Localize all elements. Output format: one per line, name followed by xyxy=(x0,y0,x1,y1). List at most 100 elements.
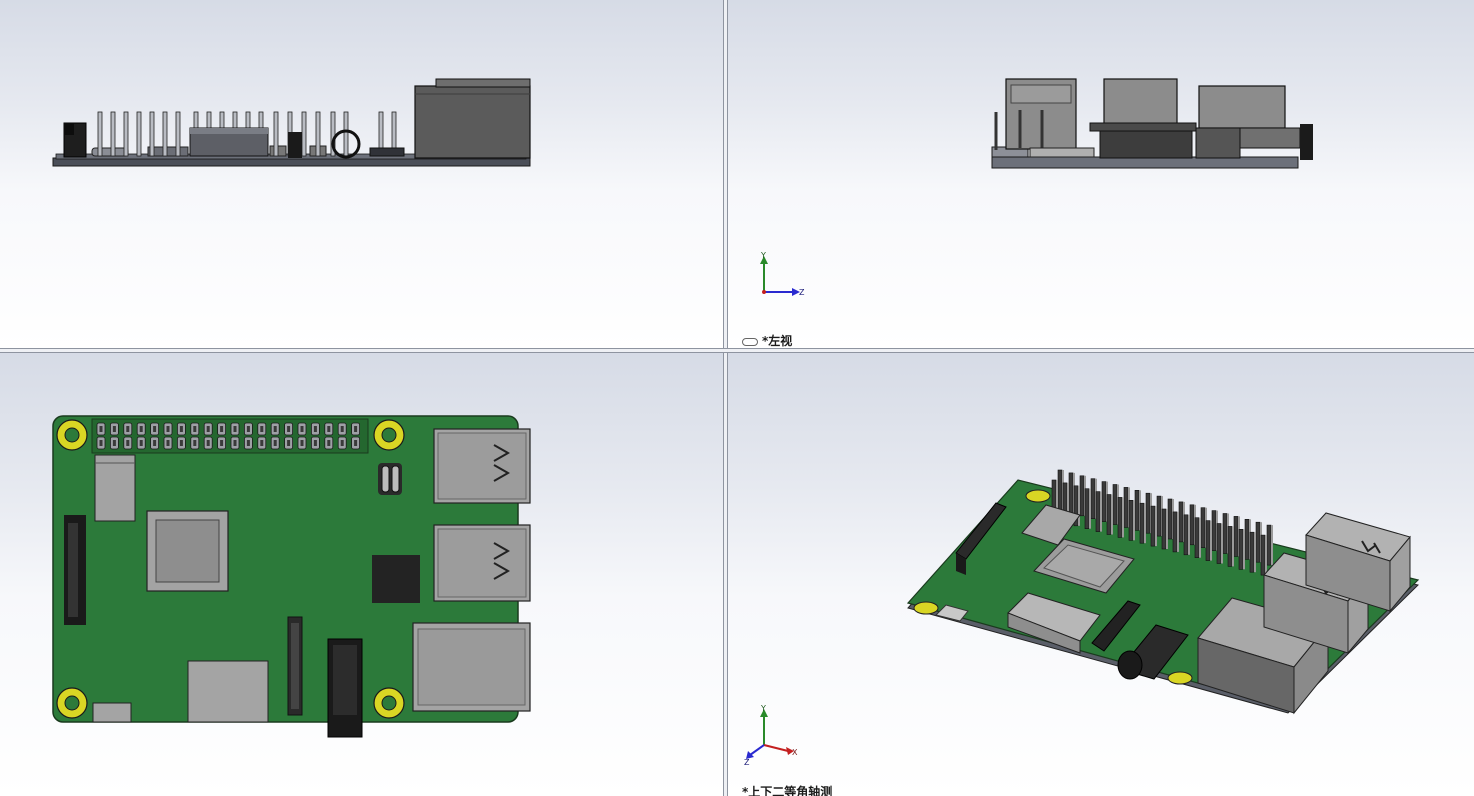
gpio-pin-iso xyxy=(1266,524,1272,566)
gpio-pin-iso xyxy=(1216,523,1222,564)
gpio-pin xyxy=(123,111,129,157)
gpio-pin-hole xyxy=(179,440,183,446)
gpio-pin-hole xyxy=(166,426,170,432)
gpio-pin-iso xyxy=(1101,481,1107,522)
triad-y-label: Y xyxy=(760,251,766,260)
gpio-pin-iso xyxy=(1156,495,1162,537)
board-isometric-view xyxy=(906,469,1420,715)
gpio-pin-hole xyxy=(179,426,183,432)
triad-y-label: Y xyxy=(760,705,766,713)
gpio-pin-hole xyxy=(327,426,331,432)
gpio-pin-hole xyxy=(139,440,143,446)
gpio-pin-iso-highlight xyxy=(1056,480,1058,520)
gpio-pin-iso xyxy=(1139,502,1145,544)
view-name-left: *左视 xyxy=(762,334,793,348)
gpio-pin-iso xyxy=(1189,504,1195,546)
gpio-pin-hole xyxy=(233,440,237,446)
gpio-pin-iso xyxy=(1112,484,1118,525)
gpio-pin-hole xyxy=(193,440,197,446)
gpio-pin-iso-highlight xyxy=(1067,482,1069,523)
gpio-pin-hole xyxy=(206,440,210,446)
gpio-pin-iso-highlight xyxy=(1155,506,1157,547)
gpio-pin-iso-highlight xyxy=(1133,500,1135,541)
gpio-pin xyxy=(315,111,321,157)
gpio-pin-iso xyxy=(1183,514,1189,556)
gpio-pin-iso-highlight xyxy=(1210,520,1212,561)
gpio-pin xyxy=(343,111,349,157)
viewport-left-view[interactable]: Y Z *左视 xyxy=(728,0,1474,348)
gpio-pin-iso-highlight xyxy=(1199,517,1201,558)
gpio-pin xyxy=(175,111,181,157)
gpio-pin-hole xyxy=(327,440,331,446)
gpio-pin-hole xyxy=(139,426,143,432)
gpio-pin-iso-highlight xyxy=(1221,523,1223,564)
gpio-pin-iso xyxy=(1211,510,1217,551)
gpio-pin-hole xyxy=(220,426,224,432)
gpio-pin-iso xyxy=(1172,511,1178,553)
gpio-pin-iso xyxy=(1134,490,1140,531)
gpio-pin-iso xyxy=(1145,492,1151,534)
viewport-front-view[interactable] xyxy=(0,0,723,348)
gpio-pin-hole xyxy=(126,440,130,446)
gpio-pin-hole xyxy=(354,426,358,432)
gpio-pin-iso-highlight xyxy=(1177,511,1179,552)
board-left-profile xyxy=(991,78,1313,169)
gpio-pin-iso xyxy=(1095,491,1101,532)
gpio-pin-iso-highlight xyxy=(1089,488,1091,529)
view-label-left: *左视 xyxy=(742,332,792,348)
gpio-pin-iso xyxy=(1084,488,1090,529)
gpio-pin-iso-highlight xyxy=(1265,535,1267,576)
gpio-pin-hole xyxy=(112,440,116,446)
gpio-pin xyxy=(301,111,307,157)
gpio-pin xyxy=(136,111,142,157)
gpio-pin-iso-highlight xyxy=(1232,526,1234,567)
gpio-pin-hole xyxy=(246,426,250,432)
viewport-top-view[interactable] xyxy=(0,353,723,796)
gpio-pin xyxy=(273,111,279,157)
gpio-pin-hole xyxy=(153,440,157,446)
gpio-pin-iso-highlight xyxy=(1111,494,1113,535)
gpio-pin-hole xyxy=(287,440,291,446)
gpio-pin-iso xyxy=(1150,505,1156,547)
gpio-pin-iso xyxy=(1057,469,1063,511)
gpio-pin-hole xyxy=(193,426,197,432)
gpio-pin-hole xyxy=(287,426,291,432)
gpio-pin-iso xyxy=(1255,521,1261,563)
gpio-pin-hole xyxy=(340,440,344,446)
viewport-splitter-horizontal[interactable] xyxy=(0,348,1474,353)
gpio-pin-hole xyxy=(354,440,358,446)
gpio-pin-iso-highlight xyxy=(1078,485,1080,526)
gpio-pin-iso xyxy=(1233,516,1239,557)
gpio-pin-iso-highlight xyxy=(1188,514,1190,555)
link-view-icon[interactable] xyxy=(742,337,758,346)
gpio-pin-hole xyxy=(220,440,224,446)
gpio-pin-hole xyxy=(340,426,344,432)
gpio-pin-iso-highlight xyxy=(1254,532,1256,573)
gpio-pin-hole xyxy=(126,426,130,432)
gpio-pin-hole xyxy=(206,426,210,432)
gpio-pin-iso xyxy=(1161,508,1167,550)
gpio-pin-iso xyxy=(1205,520,1211,561)
gpio-pin-hole xyxy=(246,440,250,446)
viewport-isometric-view[interactable]: Y X Z *上下二等角轴测 xyxy=(728,353,1474,796)
gpio-pin-hole xyxy=(112,426,116,432)
gpio-pin-iso xyxy=(1227,526,1233,567)
triad-z-label: Z xyxy=(744,758,750,765)
gpio-pin-iso xyxy=(1238,529,1244,570)
gpio-pin-hole xyxy=(260,426,264,432)
gpio-pin xyxy=(110,111,116,157)
gpio-pin-iso xyxy=(1222,513,1228,554)
gpio-pin-iso xyxy=(1167,498,1173,540)
gpio-pin-iso xyxy=(1244,519,1250,560)
triad-z-label: Z xyxy=(799,288,805,297)
gpio-pin-iso-highlight xyxy=(1243,529,1245,570)
gpio-pin-iso xyxy=(1178,501,1184,543)
gpio-pin-iso-highlight xyxy=(1122,497,1124,538)
gpio-pin-hole xyxy=(273,440,277,446)
gpio-pin-hole xyxy=(300,426,304,432)
gpio-pin-iso xyxy=(1249,531,1255,573)
gpio-pin-iso xyxy=(1194,517,1200,558)
viewport-splitter-vertical[interactable] xyxy=(723,0,728,796)
gpio-pin-iso xyxy=(1117,497,1123,538)
gpio-pin-hole xyxy=(166,440,170,446)
